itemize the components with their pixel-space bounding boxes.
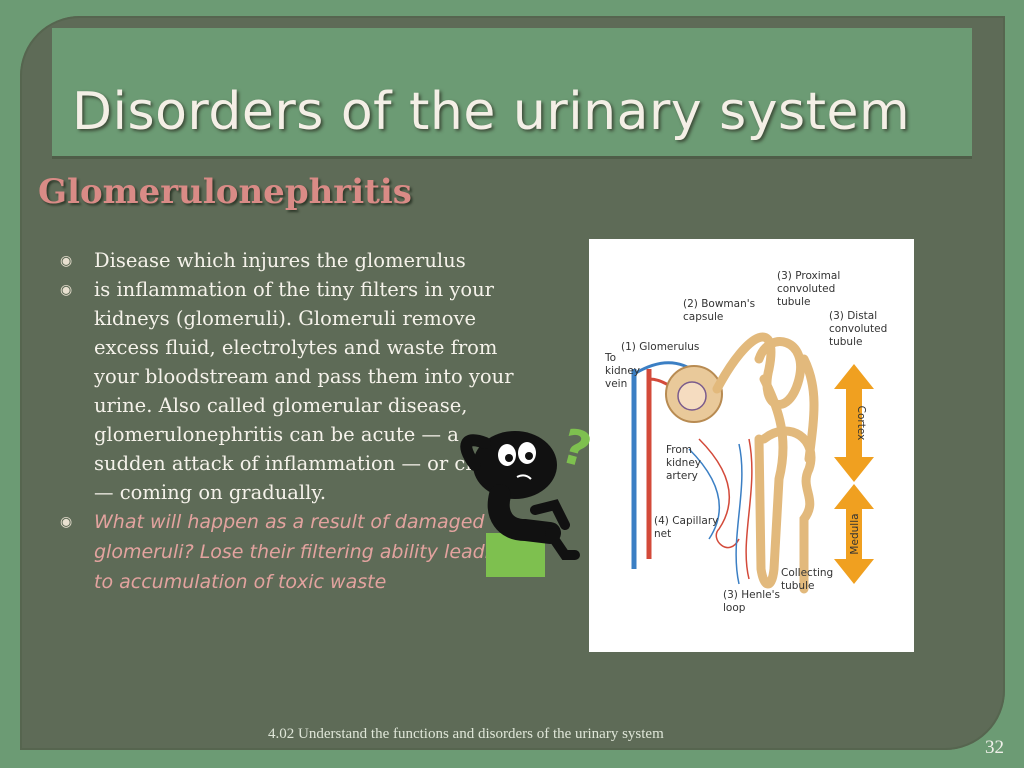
collecting-label-1: Collecting: [781, 567, 833, 579]
nephron-svg: Cortex Medulla (3) Proximal convoluted t…: [604, 270, 887, 614]
capillary-label-2: net: [654, 528, 671, 540]
proximal-label-2: convoluted: [777, 283, 835, 295]
footer-text: 4.02 Understand the functions and disord…: [268, 726, 664, 742]
bullet-question-text: What will happen as a result of damaged …: [94, 511, 515, 593]
question-mark-icon: ?: [555, 418, 595, 479]
capillary-label-1: (4) Capillary: [654, 515, 718, 527]
circled-dot-icon: ◉: [60, 514, 73, 530]
circled-dot-icon: ◉: [60, 253, 73, 269]
cortex-label: Cortex: [855, 406, 867, 441]
nephron-diagram: Cortex Medulla (3) Proximal convoluted t…: [589, 239, 914, 652]
distal-label-3: tubule: [829, 336, 862, 348]
glomerulus-label: (1) Glomerulus: [621, 341, 699, 353]
thinking-figure-icon: ?: [460, 418, 595, 560]
distal-label-2: convoluted: [829, 323, 887, 335]
bowman-label-2: capsule: [683, 311, 723, 323]
artery-label-2: kidney: [666, 457, 701, 469]
bullet-text: Disease which injures the glomerulus: [94, 249, 466, 272]
proximal-label-1: (3) Proximal: [777, 270, 840, 282]
circled-dot-icon: ◉: [60, 282, 73, 298]
medulla-label: Medulla: [849, 513, 861, 554]
artery-label-3: artery: [666, 470, 698, 482]
slide-subtitle: Glomerulonephritis: [38, 172, 412, 212]
bullet-item: ◉ is inflammation of the tiny filters in…: [60, 275, 530, 507]
henle-label-1: (3) Henle's: [723, 589, 780, 601]
artery-label-1: From: [666, 444, 692, 456]
bullet-text: is inflammation of the tiny filters in y…: [94, 278, 529, 504]
distal-label-1: (3) Distal: [829, 310, 877, 322]
title-band: [52, 28, 972, 159]
bullet-item: ◉ What will happen as a result of damage…: [60, 507, 530, 597]
bullet-item: ◉ Disease which injures the glomerulus: [60, 246, 530, 275]
bullet-list: ◉ Disease which injures the glomerulus ◉…: [60, 246, 530, 597]
bowman-label-1: (2) Bowman's: [683, 298, 755, 310]
vein-label-1: To: [604, 352, 616, 364]
slide-title: Disorders of the urinary system: [72, 82, 911, 142]
vein-label-2: kidney: [605, 365, 640, 377]
page-number: 32: [985, 737, 1004, 758]
proximal-label-3: tubule: [777, 296, 810, 308]
henle-label-2: loop: [723, 602, 746, 614]
vein-label-3: vein: [605, 378, 627, 390]
collecting-label-2: tubule: [781, 580, 814, 592]
